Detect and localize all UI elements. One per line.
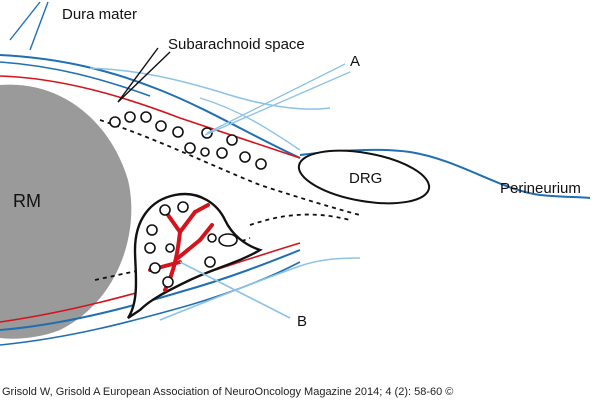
light-sheath-lower (159, 257, 361, 321)
dashed-root-upper (99, 119, 361, 216)
spinal-cord (0, 84, 132, 339)
subarachnoid-space-label: Subarachnoid space (168, 36, 305, 53)
pointer-lines (9, 1, 49, 51)
dura-mater-line-upper (0, 54, 301, 159)
drg-label: DRG (349, 170, 382, 187)
figure-caption: Grisold W, Grisold A European Associatio… (2, 386, 454, 398)
dashed-root-lower-2 (249, 213, 351, 226)
dura-mater-line-lower (0, 249, 301, 331)
rm-label: RM (13, 191, 41, 211)
b-pointer (179, 261, 291, 319)
a-pointers (204, 63, 351, 136)
label-a: A (350, 53, 360, 70)
label-b: B (297, 313, 307, 330)
diagram-canvas: Dura mater Subarachnoid space A B DRG Pe… (0, 1, 591, 346)
dura-mater-label: Dura mater (62, 6, 137, 23)
perineurium-line (299, 148, 591, 199)
subarachnoid-circles-lower (144, 201, 238, 288)
perineurium-label: Perineurium (500, 180, 581, 197)
light-sheath-upper-2 (199, 97, 301, 151)
subarachnoid-circles-upper (109, 111, 267, 170)
subarachnoid-pointers (117, 47, 171, 103)
light-sheath-upper (89, 67, 331, 110)
arachnoid-line-upper (0, 75, 301, 159)
tumor-outline (126, 192, 263, 319)
drg-ellipse (297, 149, 431, 205)
dura-mater-line-upper-2 (0, 61, 151, 97)
